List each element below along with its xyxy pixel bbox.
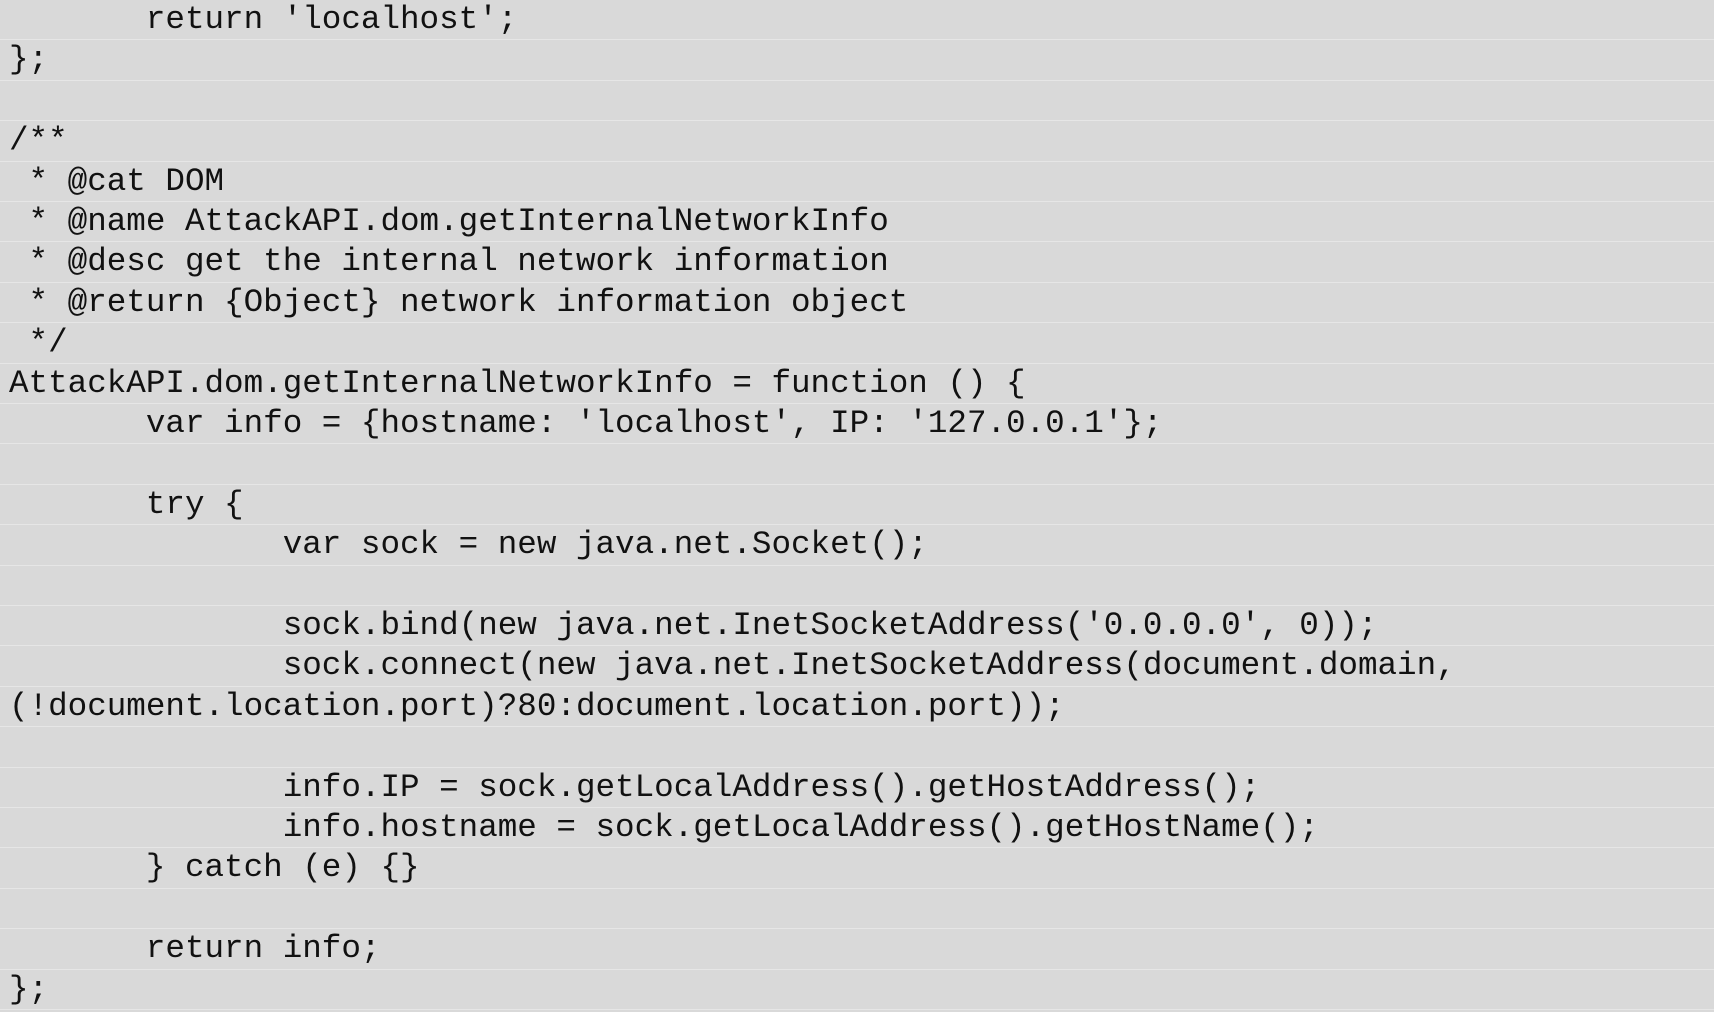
code-line-20: info.IP = sock.getLocalAddress().getHost… bbox=[0, 768, 1714, 808]
code-line-5: * @cat DOM bbox=[0, 162, 1714, 202]
code-line-1: return 'localhost'; bbox=[0, 0, 1714, 41]
code-line-16: sock.bind(new java.net.InetSocketAddress… bbox=[0, 606, 1714, 647]
code-line-23 bbox=[0, 889, 1714, 930]
code-line-8: * @return {Object} network information o… bbox=[0, 283, 1714, 324]
code-line-7: * @desc get the internal network informa… bbox=[0, 242, 1714, 283]
code-line-13: try { bbox=[0, 485, 1714, 526]
code-line-6: * @name AttackAPI.dom.getInternalNetwork… bbox=[0, 202, 1714, 243]
code-line-14: var sock = new java.net.Socket(); bbox=[0, 525, 1714, 566]
code-line-2: }; bbox=[0, 40, 1714, 81]
code-line-3 bbox=[0, 81, 1714, 122]
code-line-17: sock.connect(new java.net.InetSocketAddr… bbox=[0, 646, 1714, 687]
code-line-24: return info; bbox=[0, 929, 1714, 970]
code-line-18: (!document.location.port)?80:document.lo… bbox=[0, 687, 1714, 728]
code-line-4: /** bbox=[0, 121, 1714, 162]
code-line-9: */ bbox=[0, 323, 1714, 364]
code-line-10: AttackAPI.dom.getInternalNetworkInfo = f… bbox=[0, 364, 1714, 404]
code-line-11: var info = {hostname: 'localhost', IP: '… bbox=[0, 404, 1714, 445]
code-line-25: }; bbox=[0, 970, 1714, 1010]
code-line-15 bbox=[0, 566, 1714, 606]
code-line-22: } catch (e) {} bbox=[0, 848, 1714, 889]
code-line-21: info.hostname = sock.getLocalAddress().g… bbox=[0, 808, 1714, 849]
code-line-19 bbox=[0, 727, 1714, 768]
code-line-12 bbox=[0, 444, 1714, 485]
